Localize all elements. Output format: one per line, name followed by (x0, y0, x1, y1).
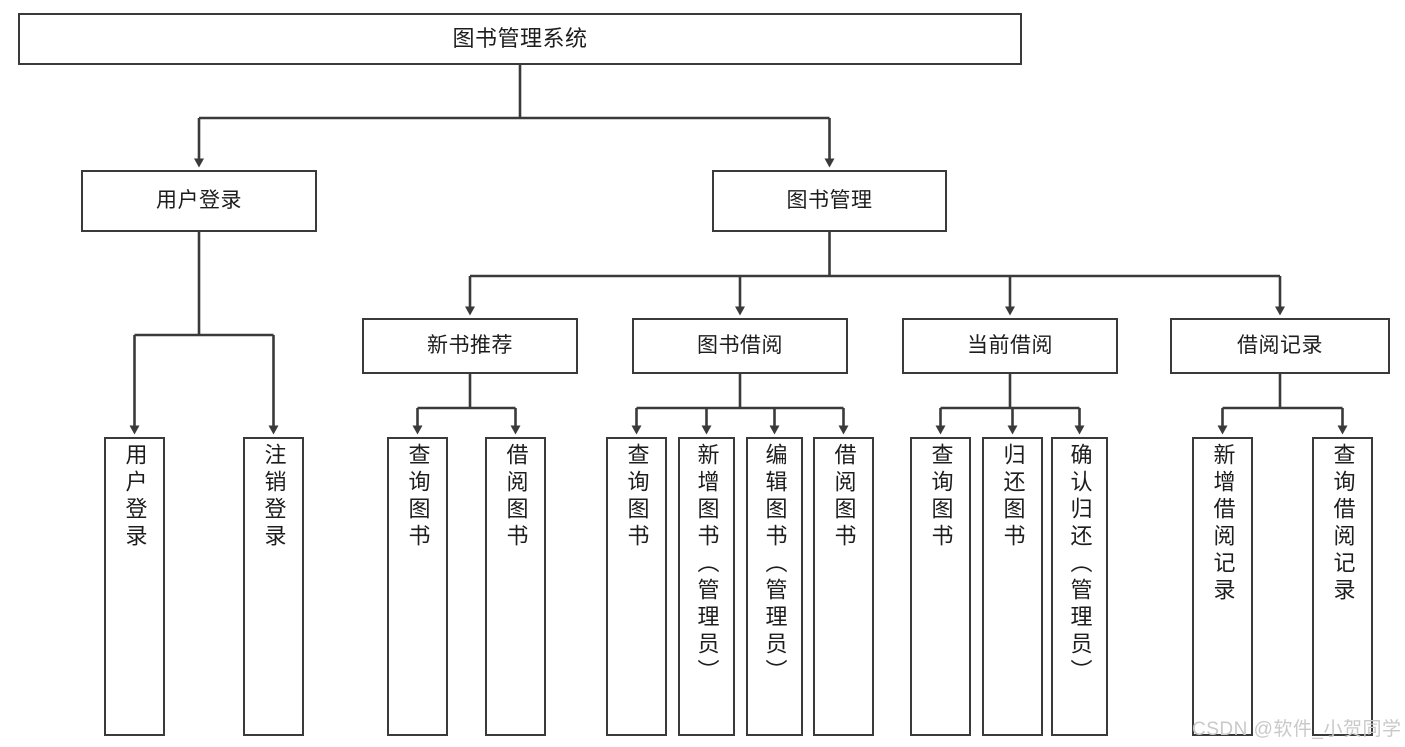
node-root[interactable]: 图书管理系统 (18, 13, 1022, 65)
node-book-borrow-label: 图书借阅 (697, 334, 783, 358)
node-new-book-recommend-label: 新书推荐 (427, 334, 513, 358)
node-leaf-logout-login[interactable]: 注销登录 (243, 437, 304, 736)
node-book-borrow[interactable]: 图书借阅 (632, 318, 848, 374)
node-user-login-label: 用户登录 (156, 189, 242, 213)
node-leaf-query-book-borrow-label: 查询图书 (624, 443, 650, 551)
node-new-book-recommend[interactable]: 新书推荐 (362, 318, 578, 374)
node-leaf-add-borrow-record-label: 新增借阅记录 (1210, 443, 1236, 605)
node-leaf-confirm-return-admin[interactable]: 确认归还（管理员） (1051, 437, 1108, 736)
node-leaf-query-book-recommend[interactable]: 查询图书 (387, 437, 448, 736)
node-leaf-borrow-book[interactable]: 借阅图书 (813, 437, 874, 736)
node-book-manage[interactable]: 图书管理 (712, 170, 947, 232)
node-current-borrow-label: 当前借阅 (967, 334, 1053, 358)
node-borrow-record[interactable]: 借阅记录 (1170, 318, 1390, 374)
node-leaf-query-borrow-record-label: 查询借阅记录 (1330, 443, 1356, 605)
node-leaf-logout-login-label: 注销登录 (261, 443, 287, 551)
node-leaf-return-book-label: 归还图书 (1000, 443, 1026, 551)
node-leaf-add-book-admin-label: 新增图书（管理员） (694, 443, 720, 686)
node-borrow-record-label: 借阅记录 (1237, 334, 1323, 358)
node-leaf-query-book-recommend-label: 查询图书 (405, 443, 431, 551)
node-leaf-query-book-borrow[interactable]: 查询图书 (606, 437, 667, 736)
node-leaf-user-login-label: 用户登录 (122, 443, 148, 551)
node-leaf-return-book[interactable]: 归还图书 (982, 437, 1043, 736)
node-leaf-edit-book-admin-label: 编辑图书（管理员） (762, 443, 788, 686)
node-leaf-query-borrow-record[interactable]: 查询借阅记录 (1312, 437, 1373, 736)
node-leaf-borrow-book-recommend[interactable]: 借阅图书 (485, 437, 546, 736)
node-leaf-add-borrow-record[interactable]: 新增借阅记录 (1192, 437, 1253, 736)
node-leaf-edit-book-admin[interactable]: 编辑图书（管理员） (746, 437, 803, 736)
node-leaf-borrow-book-label: 借阅图书 (831, 443, 857, 551)
node-current-borrow[interactable]: 当前借阅 (902, 318, 1118, 374)
node-leaf-query-book-current[interactable]: 查询图书 (910, 437, 971, 736)
node-leaf-confirm-return-admin-label: 确认归还（管理员） (1067, 443, 1093, 686)
node-book-manage-label: 图书管理 (786, 189, 873, 213)
node-leaf-add-book-admin[interactable]: 新增图书（管理员） (678, 437, 735, 736)
node-leaf-query-book-current-label: 查询图书 (928, 443, 954, 551)
node-user-login[interactable]: 用户登录 (81, 170, 317, 232)
watermark: CSDN @软件_小贺同学 (1192, 719, 1402, 740)
node-root-label: 图书管理系统 (452, 25, 588, 51)
node-leaf-user-login[interactable]: 用户登录 (104, 437, 165, 736)
node-leaf-borrow-book-recommend-label: 借阅图书 (503, 443, 529, 551)
